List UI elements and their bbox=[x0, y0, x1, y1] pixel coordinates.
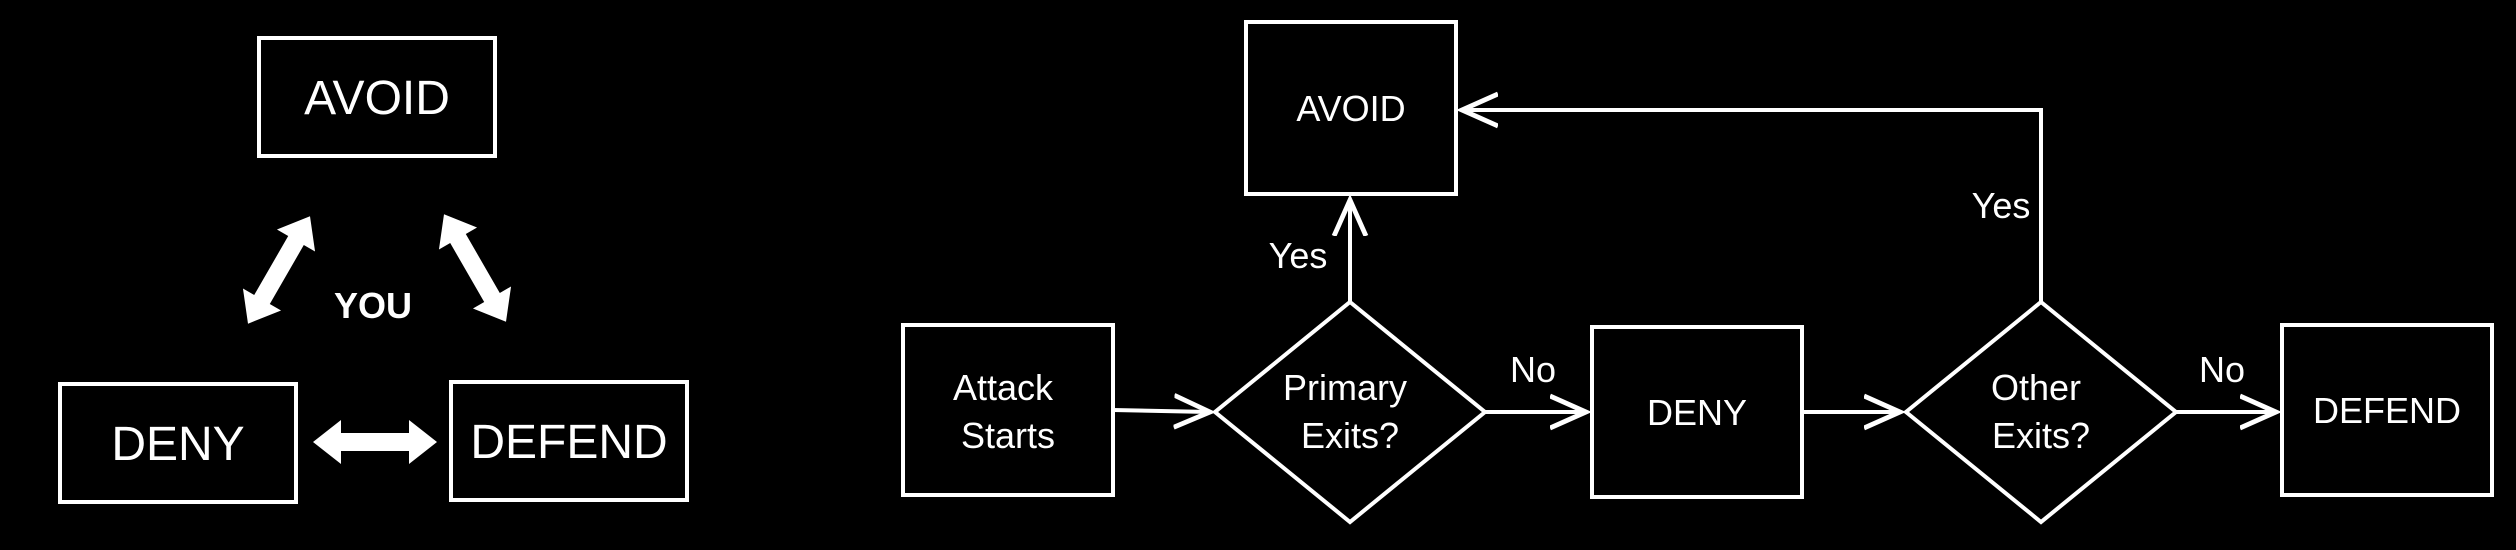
deny-label: DENY bbox=[111, 418, 244, 471]
deny-box bbox=[58, 382, 298, 504]
yes-label-primary: Yes bbox=[1269, 235, 1328, 276]
other-exits-decision bbox=[1902, 299, 2180, 525]
flow-deny-label: DENY bbox=[1647, 392, 1747, 433]
flow-avoid-label: AVOID bbox=[1296, 88, 1405, 129]
defend-box bbox=[449, 380, 689, 502]
flow-deny-box bbox=[1590, 325, 1804, 499]
you-label: YOU bbox=[334, 285, 412, 326]
avoid-box bbox=[257, 36, 497, 158]
flow-defend-box bbox=[2280, 323, 2494, 497]
defend-label: DEFEND bbox=[470, 416, 667, 469]
other-exits-label: Other Exits? bbox=[1991, 367, 2091, 456]
yes-label-other: Yes bbox=[1972, 185, 2031, 226]
no-label-other: No bbox=[2199, 349, 2245, 390]
avoid-label: AVOID bbox=[304, 72, 450, 125]
flow-avoid-box bbox=[1244, 20, 1458, 196]
decision-flowchart: Attack Starts Primary Exits? AVOID DENY … bbox=[901, 20, 2494, 525]
double-arrow-avoid-defend-icon bbox=[438, 214, 512, 322]
primary-exits-label: Primary Exits? bbox=[1283, 367, 1417, 456]
attack-starts-box bbox=[901, 323, 1115, 497]
double-arrow-deny-defend-icon bbox=[313, 420, 437, 464]
flow-defend-label: DEFEND bbox=[2313, 390, 2461, 431]
no-label-primary: No bbox=[1510, 349, 1556, 390]
attack-starts-label: Attack Starts bbox=[953, 367, 1063, 456]
you-triangle: AVOID DENY DEFEND YOU bbox=[58, 36, 689, 504]
arrow-other-to-avoid bbox=[1462, 110, 2043, 302]
primary-exits-decision bbox=[1211, 299, 1489, 525]
arrow-start-to-primary bbox=[1112, 410, 1210, 412]
double-arrow-deny-avoid-icon bbox=[242, 216, 316, 324]
